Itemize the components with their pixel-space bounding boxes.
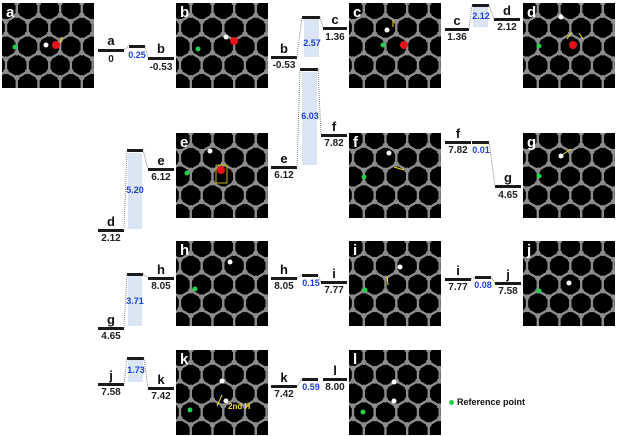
energy-step-a-b: a 0 0.25 b -0.53 (98, 30, 174, 70)
energy-step-d-e: d 2.12 5.20 e 6.12 (98, 145, 174, 240)
panel-label: l (353, 351, 357, 368)
energy-step-e-f: e 6.12 6.03 f 7.82 (271, 68, 347, 188)
panel-f: f (349, 133, 441, 218)
graphene-lattice (176, 133, 268, 218)
graphene-lattice (349, 133, 441, 218)
panel-k: k 2nd H (176, 350, 268, 435)
energy-step-j-k: j 7.58 1.73 k 7.42 (98, 352, 174, 402)
panel-label: b (180, 4, 189, 21)
panel-label: g (527, 134, 536, 151)
panel-label: i (353, 242, 357, 259)
panel-label: a (6, 4, 14, 21)
graphene-lattice (2, 3, 94, 88)
panel-h: h (176, 241, 268, 326)
graphene-lattice (349, 3, 441, 88)
energy-step-g-h: g 4.65 3.71 h 8.05 (98, 268, 174, 338)
graphene-lattice (523, 3, 615, 88)
panel-label: c (353, 4, 361, 21)
graphene-lattice (349, 350, 441, 435)
graphene-lattice (176, 3, 268, 88)
energy-step-b-c: b -0.53 2.57 c 1.36 (271, 10, 347, 70)
panel-a: a (2, 3, 94, 88)
graphene-lattice (349, 241, 441, 326)
energy-step-k-l: k 7.42 0.59 l 8.00 (271, 362, 347, 402)
panel-d: d (523, 3, 615, 88)
graphene-lattice (523, 241, 615, 326)
graphene-lattice (523, 133, 615, 218)
panel-b: b (176, 3, 268, 88)
panel-c: c (349, 3, 441, 88)
reference-point-marker-icon (449, 400, 454, 405)
panel-label: k (180, 351, 188, 368)
panel-label: h (180, 242, 189, 259)
energy-step-c-d: c 1.36 2.12 d 2.12 (445, 0, 521, 45)
panel-l: l (349, 350, 441, 435)
panel-label: e (180, 134, 188, 151)
panel-i: i (349, 241, 441, 326)
legend: Reference point (449, 397, 525, 407)
graphene-lattice (176, 350, 268, 435)
legend-label: Reference point (457, 397, 525, 407)
energy-step-h-i: h 8.05 0.15 i 7.77 (271, 260, 347, 300)
panel-label: d (527, 4, 536, 21)
energy-step-f-g: f 7.82 0.01 g 4.65 (445, 133, 521, 208)
panel-label: f (353, 134, 358, 151)
panel-label: j (527, 242, 531, 259)
panel-j: j (523, 241, 615, 326)
panel-g: g (523, 133, 615, 218)
graphene-lattice (176, 241, 268, 326)
second-h-annotation: 2nd H (228, 402, 250, 411)
panel-e: e (176, 133, 268, 218)
energy-step-i-j: i 7.77 0.08 j 7.58 (445, 260, 521, 300)
